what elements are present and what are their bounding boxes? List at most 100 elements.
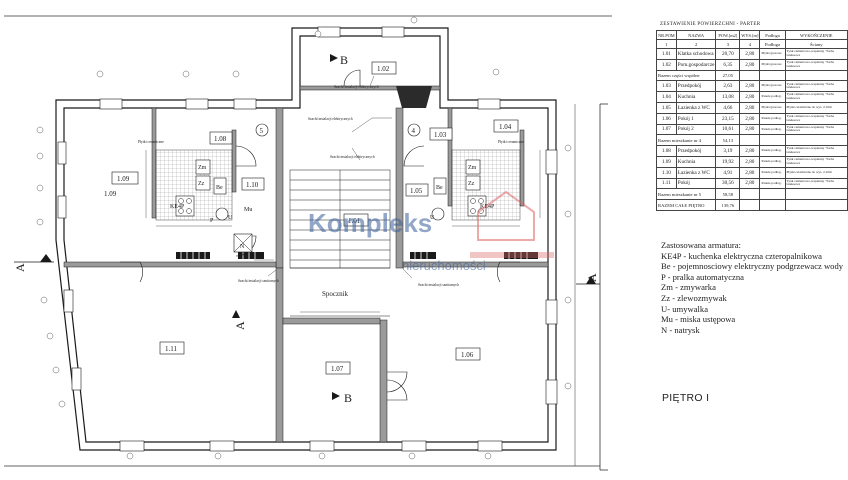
section-cut-a: A A A <box>13 254 600 330</box>
legend-item: Be - pojemnosciowy elektryczny podgrzewa… <box>661 261 844 272</box>
grand-total-label: RAZEM CAŁE PIĘTRO <box>656 199 717 211</box>
fixture-label-zm-right: Zm <box>468 165 477 171</box>
fixture-label-be-left: Be <box>216 185 223 191</box>
fixture-label-ke4p-right: KE4P <box>480 204 495 210</box>
fixture-legend: Zastosowana armatura: KE4P - kuchenka el… <box>661 240 848 344</box>
cell-area: 10,61 <box>715 123 741 136</box>
legend-title: Zastosowana armatura: <box>661 240 741 250</box>
fixture-label-ke4p-left: KE4P <box>170 204 185 210</box>
cell-floor: Panele podłog. <box>759 155 786 168</box>
cell-no: 1.11 <box>656 177 677 190</box>
fixture-label-zz-right: Zz <box>468 181 475 187</box>
schedule-table: NR.POM NAZWA POW.[m2] WYS.[m] Podłoga WY… <box>656 30 848 211</box>
fixture-label-mu: Mu <box>244 207 252 213</box>
cell-floor: Płytki gresowe <box>759 48 786 60</box>
stair-landing-label: Spocznik <box>322 290 349 298</box>
cell-height: 2,80 <box>739 166 761 179</box>
cell-no: 1.10 <box>656 166 677 179</box>
cell-finish: Tynk cementowo-wapienny +farba lateksowa <box>784 177 848 190</box>
cell-area: 4,66 <box>715 101 741 114</box>
section-label-a-mid: A <box>233 321 247 330</box>
fixture-label-zz-left: Zz <box>198 181 205 187</box>
windows <box>57 26 558 452</box>
room-label-1-02: 1.02 <box>377 65 390 73</box>
drawing-frame <box>4 15 612 471</box>
axis-label-5: 5 <box>260 127 264 135</box>
colnum-2: 2 <box>675 39 717 49</box>
group-2-total-label: Razem mieszkanie nr 4 <box>656 134 717 147</box>
stove-burners <box>178 198 484 214</box>
cell-no: 1.01 <box>656 48 677 60</box>
cell-name: Kuchnia <box>675 155 717 168</box>
cell-name: Kuchnia <box>675 91 717 103</box>
cell-finish: Płytki ceramiczne do wys. 2,10m <box>784 101 848 114</box>
cell-no: 1.08 <box>656 145 677 157</box>
cell-height: 2,80 <box>739 112 761 125</box>
cell-area: 3,19 <box>715 145 741 157</box>
cell-height: 2,80 <box>739 155 761 168</box>
header-height: WYS.[m] <box>739 30 761 40</box>
axis-label-4: 4 <box>412 127 416 135</box>
cell-name: Łazienka z WC <box>675 166 717 179</box>
cell-area: 20,70 <box>715 48 741 60</box>
cell-no: 1.09 <box>656 155 677 168</box>
group-1-total-area: 27,05 <box>715 69 741 82</box>
schedule-colnum-row: 1 2 3 4 Podłoga Ściany <box>656 39 848 49</box>
schedule-group-3-total: Razem mieszkanie nr 5 58,58 <box>656 188 848 201</box>
cell-finish: Płytki ceramiczne do wys. 2,10m <box>784 166 848 179</box>
watermark: Kompleks nieruchomości <box>308 190 554 273</box>
cell-name: Pokój 2 <box>675 123 717 136</box>
colnum-4: 4 <box>739 39 761 49</box>
cell-finish: Tynk cementowo-wapienny +farba lateksowa <box>784 91 848 103</box>
cell-area: 19,92 <box>715 155 741 168</box>
cell-name: Pokój <box>675 177 717 190</box>
cell-height: 2,80 <box>739 58 761 71</box>
cell-no: 1.06 <box>656 112 677 125</box>
colnum-1: 1 <box>656 39 677 49</box>
cell-name: Pom.gospodarcze <box>675 58 717 71</box>
cell-no: 1.03 <box>656 80 677 93</box>
section-label-a-left: A <box>13 263 27 272</box>
cell-finish: Tynk cementowo-wapienny +farba lateksowa <box>784 58 848 71</box>
cell-floor: Panele podłog. <box>759 166 786 179</box>
cell-finish: Tynk cementowo-wapienny +farba lateksowa <box>784 155 848 168</box>
fixture-label-be-right: Be <box>436 185 443 191</box>
cell-finish: Tynk cementowo-wapienny +farba lateksowa <box>784 123 848 136</box>
cell-area: 6,35 <box>715 58 741 71</box>
cell-area: 2,63 <box>715 80 741 93</box>
cell-floor: Panele podłog. <box>759 177 786 190</box>
room-tags <box>111 61 519 375</box>
header-name: NAZWA <box>675 30 717 40</box>
cell-floor: Panele podłog. <box>759 112 786 125</box>
fixture-label-zm-left: Zm <box>198 165 207 171</box>
window-tags <box>36 16 572 460</box>
legend-item: U- umywalka <box>661 303 709 314</box>
cell-height: 2,80 <box>739 48 761 60</box>
schedule-grand-total: RAZEM CAŁE PIĘTRO 139,76 <box>656 199 848 211</box>
note-plytki-right: Płytki ceramiczne <box>498 140 524 144</box>
legend-item: KE4P - kuchenka elektryczna czteropalnik… <box>661 250 822 261</box>
room-label-1-07: 1.07 <box>331 365 344 373</box>
grand-total-area: 139,76 <box>715 199 741 211</box>
room-label-1-05: 1.05 <box>410 187 423 195</box>
note-szacht-el-top: Szacht instalacji elektrycznych <box>334 85 379 89</box>
note-szacht-el-mid: Szacht instalacji elektrycznych <box>308 117 353 121</box>
interior-walls <box>63 85 549 443</box>
header-finish: WYKOŃCZENIE <box>784 30 848 40</box>
group-1-total-label: Razem części wspólne <box>656 69 717 82</box>
room-label-1-08: 1.08 <box>214 135 227 143</box>
cell-area: 23,15 <box>715 112 741 125</box>
dimension-lines <box>145 150 541 313</box>
cell-height: 2,80 <box>739 101 761 114</box>
cell-finish: Tynk cementowo-wapienny +farba lateksowa <box>784 112 848 125</box>
fixture-label-p: P <box>210 218 214 224</box>
room-label-1-11: 1.11 <box>165 345 177 353</box>
cell-name: Przedpokój <box>675 145 717 157</box>
